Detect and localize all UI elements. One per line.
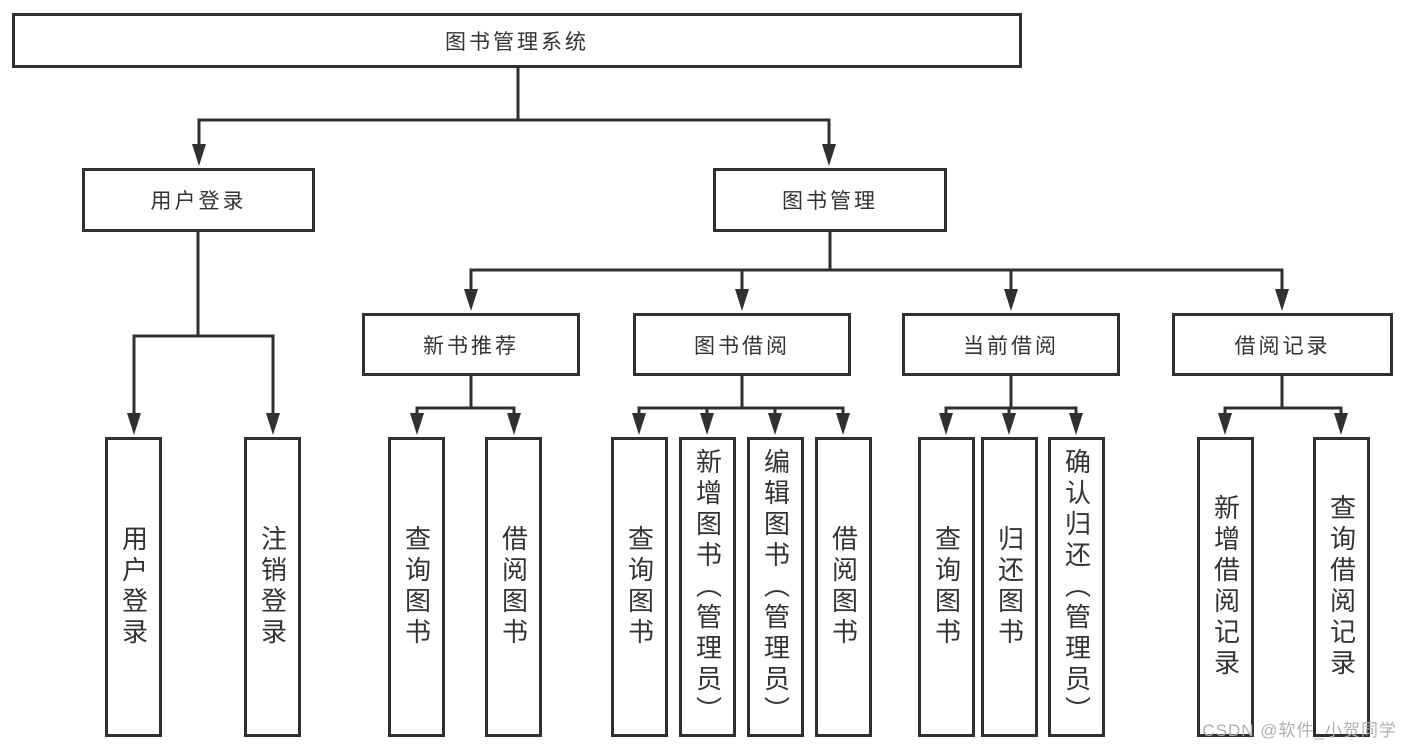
leaf-label: 借阅图书 <box>828 525 859 649</box>
leaf-label: 新增图书（管理员） <box>692 447 723 727</box>
leaf-edit-books-admin: 编辑图书（管理员） <box>747 437 804 737</box>
leaf-label: 确认归还（管理员） <box>1061 447 1092 727</box>
node-library-management-system: 图书管理系统 <box>12 13 1022 68</box>
leaf-label: 编辑图书（管理员） <box>760 447 791 727</box>
node-book-borrowing: 图书借阅 <box>633 313 851 376</box>
node-user-login: 用户登录 <box>82 168 315 232</box>
node-book-management: 图书管理 <box>713 168 947 232</box>
leaf-query-books-recommend: 查询图书 <box>388 437 445 737</box>
leaf-label: 查询图书 <box>931 525 962 649</box>
leaf-logout: 注销登录 <box>244 437 301 737</box>
leaf-return-books: 归还图书 <box>981 437 1038 737</box>
node-current-borrowing: 当前借阅 <box>902 313 1120 376</box>
leaf-label: 借阅图书 <box>498 525 529 649</box>
leaf-label: 用户登录 <box>118 525 149 649</box>
node-label: 图书借阅 <box>694 334 790 358</box>
leaf-add-borrow-record: 新增借阅记录 <box>1197 437 1254 737</box>
leaf-user-login: 用户登录 <box>105 437 162 737</box>
node-label: 借阅记录 <box>1234 334 1331 358</box>
node-label: 新书推荐 <box>423 334 519 358</box>
node-label: 当前借阅 <box>963 334 1059 358</box>
leaf-confirm-return-admin: 确认归还（管理员） <box>1048 437 1105 737</box>
leaf-query-borrow-record: 查询借阅记录 <box>1313 437 1370 737</box>
leaf-label: 归还图书 <box>994 525 1025 649</box>
node-label: 用户登录 <box>150 190 247 213</box>
node-label: 图书管理 <box>782 190 878 213</box>
arrowhead-icons <box>127 144 1348 435</box>
leaf-borrow-books-borrowing: 借阅图书 <box>815 437 872 737</box>
leaf-label: 新增借阅记录 <box>1210 494 1241 680</box>
node-new-book-recommend: 新书推荐 <box>362 313 580 376</box>
node-borrowing-records: 借阅记录 <box>1172 313 1393 376</box>
leaf-borrow-books-recommend: 借阅图书 <box>485 437 542 737</box>
node-label: 图书管理系统 <box>445 30 589 54</box>
leaf-label: 查询借阅记录 <box>1326 494 1357 680</box>
leaf-add-books-admin: 新增图书（管理员） <box>679 437 736 737</box>
leaf-label: 注销登录 <box>257 525 288 649</box>
leaf-query-books-current: 查询图书 <box>918 437 975 737</box>
leaf-query-books-borrowing: 查询图书 <box>611 437 668 737</box>
leaf-label: 查询图书 <box>401 525 432 649</box>
leaf-label: 查询图书 <box>624 525 655 649</box>
watermark: CSDN @软件_小贺同学 <box>1202 721 1397 740</box>
